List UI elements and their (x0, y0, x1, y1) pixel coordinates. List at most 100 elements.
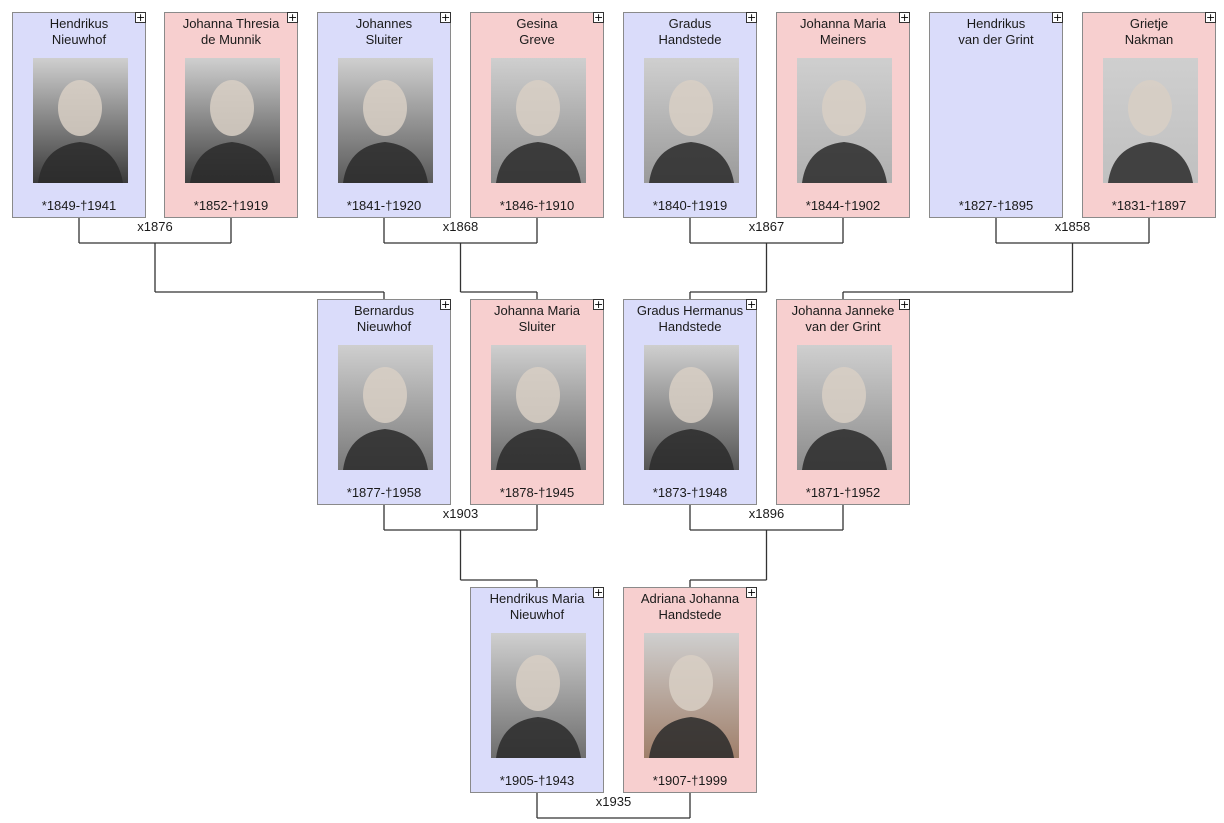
expand-icon[interactable]: + (746, 298, 757, 311)
portrait-body (649, 717, 734, 758)
portrait-silhouette (649, 80, 734, 183)
portrait-body (343, 429, 428, 470)
person-card[interactable]: Grietje Nakman *1831-†1897 + (1082, 12, 1216, 218)
portrait-photo (491, 633, 586, 758)
life-dates: *1844-†1902 (805, 198, 881, 213)
life-dates: *1873-†1948 (652, 485, 728, 500)
person-name: Hendrikus Nieuwhof (49, 16, 109, 47)
life-dates: *1852-†1919 (193, 198, 269, 213)
life-dates: *1827-†1895 (958, 198, 1034, 213)
expand-icon[interactable]: + (1052, 11, 1063, 24)
portrait-photo (338, 58, 433, 183)
person-card[interactable]: Bernardus Nieuwhof *1877-†1958 + (317, 299, 451, 505)
life-dates: *1871-†1952 (805, 485, 881, 500)
marriage-label: x1876 (137, 219, 173, 234)
person-name: Johanna Maria Meiners (800, 16, 886, 47)
person-card[interactable]: Gesina Greve*1846-†1910+ (470, 12, 604, 218)
portrait-body (496, 429, 581, 470)
life-dates: *1840-†1919 (652, 198, 728, 213)
portrait-silhouette (496, 80, 581, 183)
expand-icon[interactable]: + (593, 586, 604, 599)
expand-icon[interactable]: + (593, 298, 604, 311)
person-card[interactable]: Johanna Janneke van der Grint *1871-†1952… (776, 299, 910, 505)
portrait-photo (797, 58, 892, 183)
person-name: Gradus Handstede (658, 16, 722, 47)
person-name: Johanna Janneke van der Grint (791, 303, 895, 334)
person-card[interactable]: Gradus Handstede *1840-†1919 + (623, 12, 757, 218)
portrait-photo (338, 345, 433, 470)
portrait-photo (33, 58, 128, 183)
portrait-photo (644, 633, 739, 758)
person-name: Hendrikus van der Grint (958, 16, 1034, 47)
portrait-face (516, 655, 560, 711)
portrait-body (649, 142, 734, 183)
portrait-body (802, 429, 887, 470)
person-card[interactable]: Hendrikus Nieuwhof *1849-†1941 + (12, 12, 146, 218)
person-card[interactable]: Johannes Sluiter *1841-†1920 + (317, 12, 451, 218)
person-card[interactable]: Hendrikus Maria Nieuwhof *1905-†1943 + (470, 587, 604, 793)
portrait-photo (185, 58, 280, 183)
portrait-body (649, 429, 734, 470)
portrait-body (343, 142, 428, 183)
portrait-silhouette (802, 367, 887, 470)
portrait-face (363, 80, 407, 136)
life-dates: *1841-†1920 (346, 198, 422, 213)
portrait-face (516, 367, 560, 423)
portrait-silhouette (649, 367, 734, 470)
portrait-body (802, 142, 887, 183)
expand-icon[interactable]: + (1205, 11, 1216, 24)
life-dates: *1849-†1941 (41, 198, 117, 213)
person-card[interactable]: Johanna Thresia de Munnik *1852-†1919 + (164, 12, 298, 218)
marriage-label: x1896 (748, 506, 785, 521)
portrait-body (496, 142, 581, 183)
life-dates: *1907-†1999 (652, 773, 728, 788)
person-card[interactable]: Gradus Hermanus Handstede *1873-†1948 + (623, 299, 757, 505)
expand-icon[interactable]: + (746, 586, 757, 599)
expand-icon[interactable]: + (746, 11, 757, 24)
person-card[interactable]: Adriana Johanna Handstede *1907-†1999 + (623, 587, 757, 793)
life-dates: *1877-†1958 (346, 485, 422, 500)
person-name: Johanna Maria Sluiter (494, 303, 580, 334)
life-dates: *1905-†1943 (499, 773, 575, 788)
person-name: Gradus Hermanus Handstede (636, 303, 744, 334)
person-name: Bernardus Nieuwhof (354, 303, 414, 334)
person-name: Grietje Nakman (1124, 16, 1174, 47)
person-name: Johannes Sluiter (355, 16, 413, 47)
portrait-face (669, 655, 713, 711)
expand-icon[interactable]: + (899, 11, 910, 24)
portrait-face (669, 80, 713, 136)
portrait-silhouette (190, 80, 275, 183)
portrait-silhouette (649, 655, 734, 758)
expand-icon[interactable]: + (135, 11, 146, 24)
expand-icon[interactable]: + (593, 11, 604, 24)
expand-icon[interactable]: + (440, 11, 451, 24)
portrait-face (210, 80, 254, 136)
person-card[interactable]: Johanna Maria Sluiter *1878-†1945 + (470, 299, 604, 505)
portrait-silhouette (802, 80, 887, 183)
person-name: Johanna Thresia de Munnik (182, 16, 280, 47)
portrait-body (1108, 142, 1193, 183)
portrait-silhouette (38, 80, 123, 183)
portrait-body (38, 142, 123, 183)
portrait-silhouette (496, 655, 581, 758)
person-card[interactable]: Hendrikus van der Grint *1827-†1895 + (929, 12, 1063, 218)
portrait-silhouette (343, 367, 428, 470)
portrait-face (516, 80, 560, 136)
portrait-face (822, 367, 866, 423)
portrait-photo (644, 345, 739, 470)
portrait-placeholder (950, 58, 1045, 183)
person-card[interactable]: Johanna Maria Meiners *1844-†1902 + (776, 12, 910, 218)
person-name: Hendrikus Maria Nieuwhof (489, 591, 585, 622)
expand-icon[interactable]: + (899, 298, 910, 311)
portrait-silhouette (343, 80, 428, 183)
person-name: Adriana Johanna Handstede (640, 591, 740, 622)
expand-icon[interactable]: + (440, 298, 451, 311)
life-dates: *1831-†1897 (1111, 198, 1187, 213)
portrait-face (822, 80, 866, 136)
portrait-body (496, 717, 581, 758)
life-dates: *1878-†1945 (499, 485, 575, 500)
portrait-face (1128, 80, 1172, 136)
expand-icon[interactable]: + (287, 11, 298, 24)
